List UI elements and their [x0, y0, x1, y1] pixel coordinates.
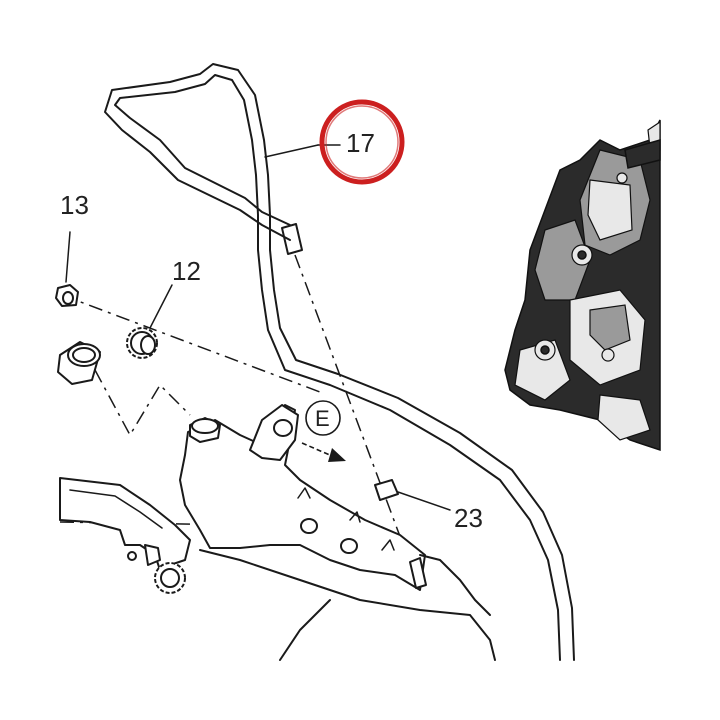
leader-17: [264, 144, 319, 158]
label-12: 12: [172, 256, 201, 286]
view-ref-circle: [305, 400, 341, 436]
label-17: 17: [346, 128, 375, 158]
part-12: [126, 284, 173, 359]
reservoir-tank: [179, 404, 427, 591]
part-13: [55, 231, 79, 307]
view-ref-letter: E: [315, 406, 330, 431]
label-23: 23: [454, 503, 483, 533]
round-cap: [57, 341, 101, 385]
highlight-ring: [319, 99, 405, 185]
axis-zigzag: [94, 369, 191, 437]
label-13: 13: [60, 190, 89, 220]
engine-block: [504, 119, 661, 452]
highlight-ring-inner: [325, 105, 399, 179]
mounting-bracket: [59, 477, 191, 594]
frame-lines: [199, 549, 496, 661]
arrow-right-icon: [301, 442, 346, 462]
axis-13-12: [61, 294, 321, 393]
part-23: [374, 479, 451, 511]
